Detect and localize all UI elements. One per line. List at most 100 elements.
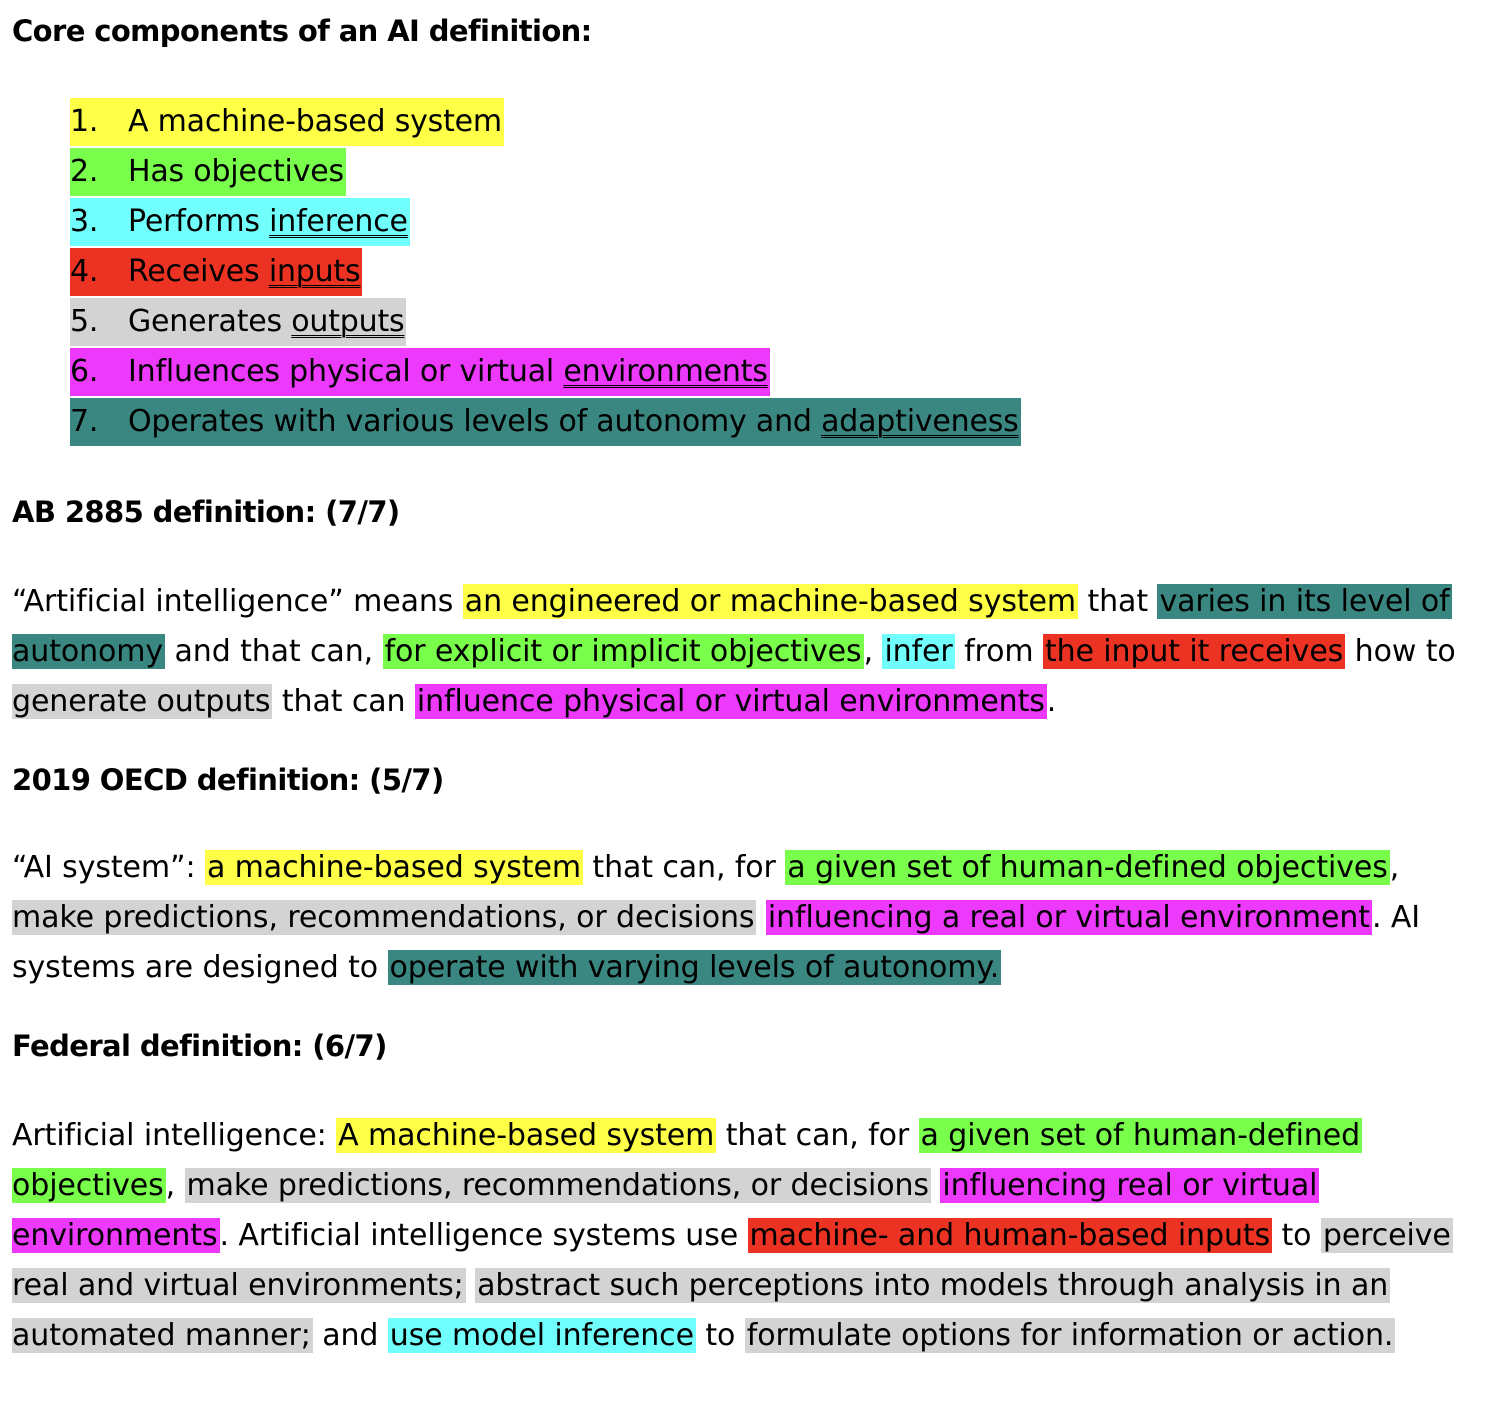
plain-text: that can, for <box>582 850 786 885</box>
list-item-highlight: 2. Has objectives <box>70 148 346 196</box>
plain-text: that can, for <box>716 1118 919 1153</box>
list-item-text: Influences physical or virtual <box>128 354 564 389</box>
spacer <box>12 727 1502 755</box>
list-item-highlight: 6. Influences physical or virtual environ… <box>70 348 770 396</box>
highlight-inputs: machine- and human-based inputs <box>747 1218 1273 1253</box>
paragraph-line: systems are designed to operate with var… <box>12 943 1502 993</box>
ab2885-heading: AB 2885 definition: (7/7) <box>12 495 400 529</box>
list-item-highlight: 1. A machine-based system <box>70 98 504 146</box>
paragraph-line: environments. Artificial intelligence sy… <box>12 1211 1502 1261</box>
list-item-highlight: 5.Generates outputs <box>70 298 407 346</box>
spacer <box>12 537 1502 577</box>
highlight-objectives: a given set of human-defined objectives <box>785 850 1390 885</box>
plain-text: . <box>1046 684 1057 719</box>
highlight-outputs: automated manner; <box>12 1318 313 1353</box>
list-item-text: Operates with various levels of autonomy… <box>128 404 822 439</box>
highlight-environments: influence physical or virtual environmen… <box>414 684 1047 719</box>
paragraph-line: make predictions, recommendations, or de… <box>12 893 1502 943</box>
highlight-objectives: a given set of human-defined <box>918 1118 1363 1153</box>
highlight-machine-based: a machine-based system <box>204 850 583 885</box>
plain-text <box>756 900 765 935</box>
plain-text: , <box>165 1168 185 1203</box>
list-item: 2. Has objectives <box>70 147 1502 197</box>
highlight-autonomy: operate with varying levels of autonomy. <box>387 950 1002 985</box>
paragraph-line: Artificial intelligence: A machine-based… <box>12 1111 1502 1161</box>
list-item-number: 5. <box>70 304 99 339</box>
plain-text: , <box>863 634 883 669</box>
highlight-outputs: generate outputs <box>12 684 273 719</box>
highlight-objectives: objectives <box>12 1168 166 1203</box>
paragraph-line: autonomy and that can, for explicit or i… <box>12 627 1502 677</box>
list-item-underlined-term: outputs <box>291 304 405 339</box>
plain-text: . Artificial intelligence systems use <box>219 1218 748 1253</box>
plain-text <box>931 1168 940 1203</box>
highlight-autonomy: varies in its level of <box>1157 584 1452 619</box>
paragraph-line: automated manner; and use model inferenc… <box>12 1311 1502 1361</box>
core-components-list: 1. A machine-based system 2. Has objective… <box>70 97 1502 447</box>
plain-text: . AI <box>1371 900 1421 935</box>
list-item-underlined-term: adaptiveness <box>821 404 1019 439</box>
highlight-environments: influencing a real or virtual environmen… <box>765 900 1372 935</box>
highlight-machine-based: an engineered or machine-based system <box>462 584 1079 619</box>
plain-text: Artificial intelligence: <box>12 1118 337 1153</box>
list-item-number: 6. <box>70 354 99 389</box>
highlight-inference: use model inference <box>387 1318 696 1353</box>
list-item-number: 7. <box>70 404 99 439</box>
highlight-environments: environments <box>12 1218 220 1253</box>
highlight-outputs: make predictions, recommendations, or de… <box>12 900 757 935</box>
ab2885-definition: “Artificial intelligence” means an engin… <box>12 577 1502 727</box>
highlight-environments: influencing real or virtual <box>940 1168 1320 1203</box>
plain-text: how to <box>1345 634 1456 669</box>
plain-text: from <box>954 634 1043 669</box>
plain-text: “Artificial intelligence” means <box>12 584 463 619</box>
document-page: Core components of an AI definition: 1. A… <box>0 6 1512 1402</box>
highlight-outputs: abstract such perceptions into models th… <box>475 1268 1391 1303</box>
list-item-number: 2. <box>70 154 99 189</box>
highlight-outputs: perceive <box>1320 1218 1453 1253</box>
highlight-outputs: formulate options for information or act… <box>744 1318 1396 1353</box>
plain-text: that <box>1078 584 1158 619</box>
plain-text: “AI system”: <box>12 850 205 885</box>
paragraph-line: real and virtual environments; abstract … <box>12 1261 1502 1311</box>
core-components-heading: Core components of an AI definition: <box>12 14 592 48</box>
plain-text: systems are designed to <box>12 950 388 985</box>
list-item: 7. Operates with various levels of autono… <box>70 397 1502 447</box>
plain-text: , <box>1389 850 1400 885</box>
list-item: 1. A machine-based system <box>70 97 1502 147</box>
highlight-objectives: for explicit or implicit objectives <box>382 634 864 669</box>
list-item-underlined-term: inputs <box>268 254 361 289</box>
list-item-highlight: 4.Receives inputs <box>70 248 363 296</box>
list-item-text: Performs <box>128 204 270 239</box>
list-item-highlight: 3. Performs inference <box>70 198 410 246</box>
spacer <box>12 805 1502 843</box>
federal-heading: Federal definition: (6/7) <box>12 1029 387 1063</box>
plain-text: to <box>1272 1218 1321 1253</box>
paragraph-line: “Artificial intelligence” means an engin… <box>12 577 1502 627</box>
list-item-underlined-term: environments <box>563 354 768 389</box>
list-item-number: 4. <box>70 254 99 289</box>
highlight-autonomy: autonomy <box>12 634 166 669</box>
list-item: 5.Generates outputs <box>70 297 1502 347</box>
list-item-highlight: 7. Operates with various levels of autono… <box>70 398 1021 446</box>
list-item-number: 1. <box>70 104 99 139</box>
plain-text <box>466 1268 475 1303</box>
spacer <box>12 993 1502 1021</box>
paragraph-line: generate outputs that can influence phys… <box>12 677 1502 727</box>
plain-text: that can <box>272 684 415 719</box>
spacer <box>12 447 1502 487</box>
highlight-machine-based: A machine-based system <box>336 1118 717 1153</box>
highlight-outputs: real and virtual environments; <box>12 1268 466 1303</box>
list-item-number: 3. <box>70 204 99 239</box>
list-item-underlined-term: inference <box>269 204 408 239</box>
list-item: 4.Receives inputs <box>70 247 1502 297</box>
oecd-definition: “AI system”: a machine-based system that… <box>12 843 1502 993</box>
paragraph-line: objectives, make predictions, recommenda… <box>12 1161 1502 1211</box>
plain-text: to <box>695 1318 745 1353</box>
highlight-inputs: the input it receives <box>1042 634 1346 669</box>
oecd-heading: 2019 OECD definition: (5/7) <box>12 763 444 797</box>
list-item: 6. Influences physical or virtual environ… <box>70 347 1502 397</box>
list-item-text: A machine-based system <box>128 104 502 139</box>
list-item-text: Has objectives <box>128 154 344 189</box>
plain-text: and <box>312 1318 388 1353</box>
list-item: 3. Performs inference <box>70 197 1502 247</box>
